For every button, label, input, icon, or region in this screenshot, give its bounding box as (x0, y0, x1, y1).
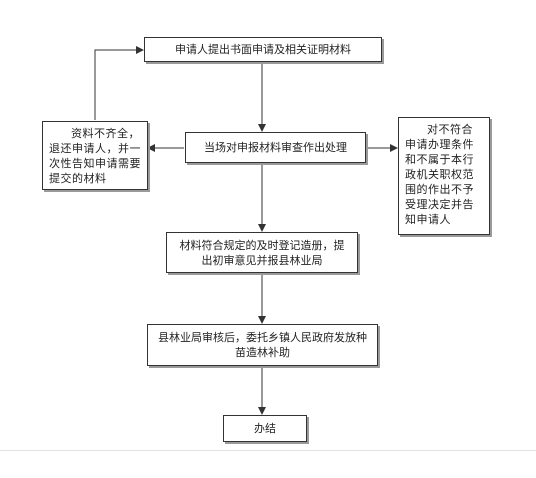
step-submit-application: 申请人提出书面申请及相关证明材料 (144, 37, 382, 62)
step-completed: 办结 (223, 415, 307, 442)
branch-incomplete-materials: 资料不齐全，退还申请人，并一次性告知申请需要提交的材料 (42, 121, 148, 190)
arrow-left-branch-to-step1 (94, 46, 144, 120)
bottom-divider (0, 450, 536, 451)
step-on-site-review: 当场对申报材料审查作出处理 (185, 132, 366, 163)
branch-incomplete-materials-label: 资料不齐全，退还申请人，并一次性告知申请需要提交的材料 (49, 127, 141, 185)
step-submit-application-label: 申请人提出书面申请及相关证明材料 (175, 43, 351, 56)
branch-not-accepted-label: 对不符合申请办理条件和不属于本行政机关职权范围的作出不予受理决定并告知申请人 (405, 123, 474, 226)
branch-not-accepted: 对不符合申请办理条件和不属于本行政机关职权范围的作出不予受理决定并告知申请人 (398, 117, 490, 235)
step-completed-label: 办结 (254, 422, 276, 435)
step-register-and-report-label: 材料符合规定的及时登记造册，提出初审意见并报县林业局 (179, 238, 345, 267)
step-county-review-subsidy-label: 县林业局审核后，委托乡镇人民政府发放种苗造林补助 (158, 331, 367, 359)
step-register-and-report: 材料符合规定的及时登记造册，提出初审意见并报县林业局 (166, 232, 358, 273)
step-on-site-review-label: 当场对申报材料审查作出处理 (204, 141, 347, 154)
step-county-review-subsidy: 县林业局审核后，委托乡镇人民政府发放种苗造林补助 (147, 324, 378, 366)
